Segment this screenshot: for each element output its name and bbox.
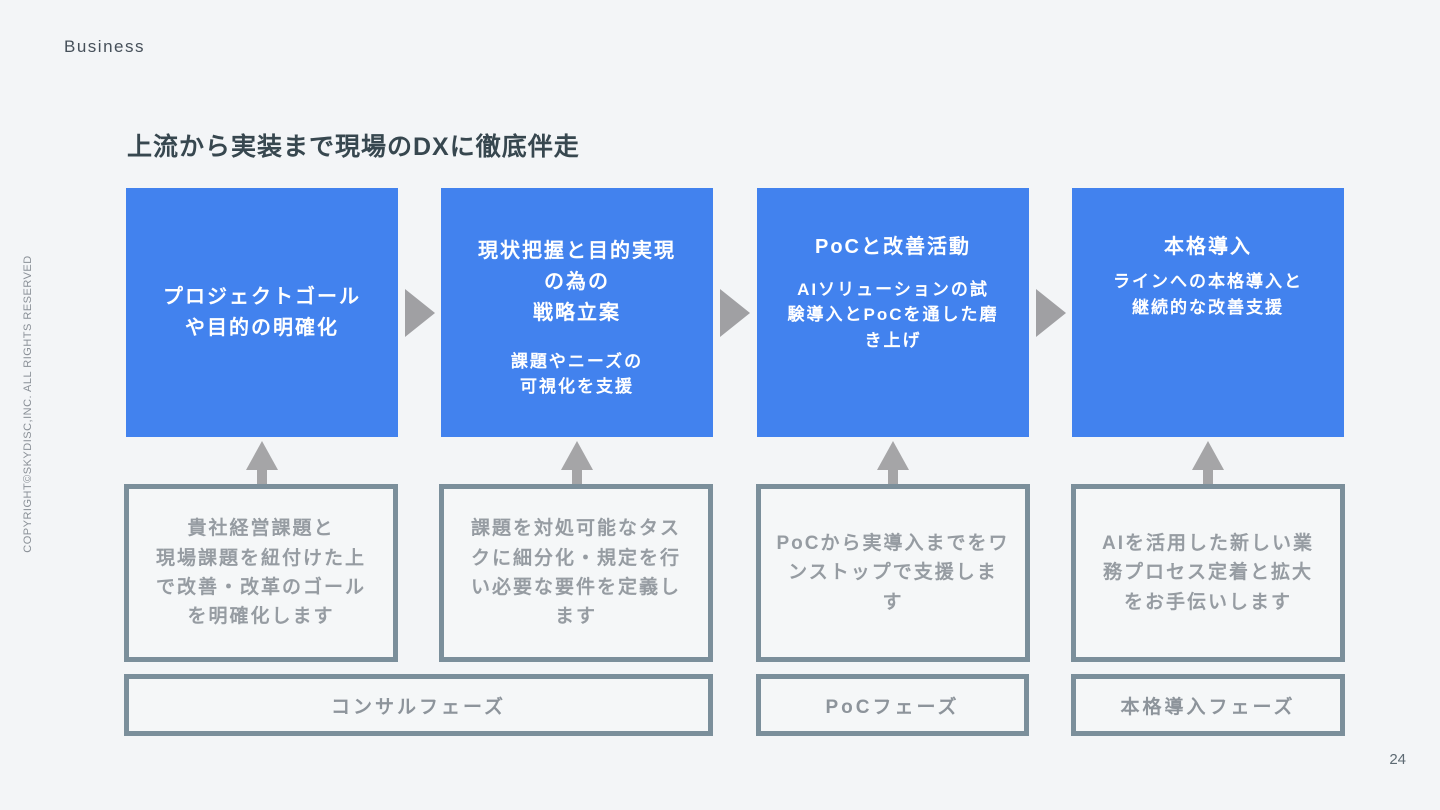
arrow-right-icon (720, 289, 750, 337)
page-number: 24 (1389, 751, 1406, 768)
phase-box-consulting: コンサルフェーズ (124, 674, 713, 736)
step-box-4: 本格導入 ラインへの本格導入と 継続的な改善支援 (1072, 188, 1344, 437)
arrow-up-icon (246, 441, 278, 485)
detail-box-2: 課題を対処可能なタス クに細分化・規定を行 い必要な要件を定義し ます (439, 484, 713, 662)
step-box-3: PoCと改善活動 AIソリューションの試 験導入とPoCを通した磨 き上げ (757, 188, 1029, 437)
step-box-2: 現状把握と目的実現 の為の 戦略立案 課題やニーズの 可視化を支援 (441, 188, 713, 437)
step-subtext: 課題やニーズの 可視化を支援 (510, 351, 644, 397)
section-label: Business (64, 37, 145, 56)
step-heading: PoCと改善活動 (815, 235, 971, 258)
phase-box-deployment: 本格導入フェーズ (1071, 674, 1345, 736)
arrow-up-icon (561, 441, 593, 485)
arrow-up-icon (877, 441, 909, 485)
step-heading: 本格導入 (1164, 236, 1252, 258)
step-subtext: AIソリューションの試 験導入とPoCを通した磨 き上げ (787, 279, 999, 350)
detail-box-4: AIを活用した新しい業 務プロセス定着と拡大 をお手伝いします (1071, 484, 1345, 662)
detail-box-1: 貴社経営課題と 現場課題を紐付けた上 で改善・改革のゴール を明確化します (124, 484, 398, 662)
step-box-1: プロジェクトゴール や目的の明確化 (126, 188, 398, 437)
arrow-right-icon (1036, 289, 1066, 337)
phase-box-poc: PoCフェーズ (756, 674, 1029, 736)
step-heading: 現状把握と目的実現 の為の 戦略立案 (478, 239, 676, 324)
detail-box-3: PoCから実導入までをワ ンストップで支援しま す (756, 484, 1030, 662)
arrow-right-icon (405, 289, 435, 337)
arrow-up-icon (1192, 441, 1224, 485)
copyright-notice: COPYRIGHT©SKYDISC,INC. ALL RIGHTS RESERV… (22, 255, 34, 553)
step-subtext: ラインへの本格導入と 継続的な改善支援 (1113, 272, 1303, 317)
step-heading: プロジェクトゴール や目的の明確化 (163, 285, 361, 339)
page-title: 上流から実装まで現場のDXに徹底伴走 (127, 133, 580, 161)
